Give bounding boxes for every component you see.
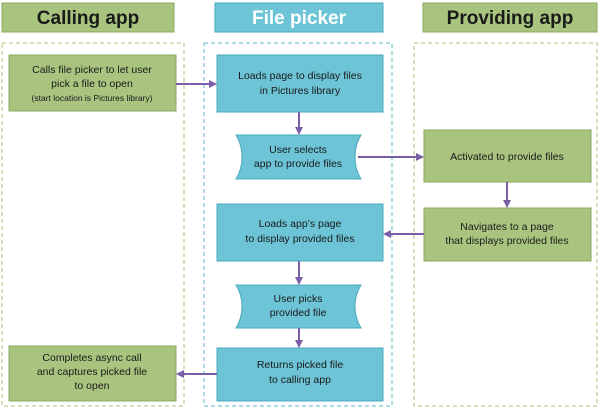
step-loads-app-page: Loads app’s page to display provided fil… (216, 203, 384, 262)
step-returns-file: Returns picked file to calling app (216, 347, 384, 402)
step-activated-line-1: Activated to provide files (450, 151, 564, 163)
providing-app-header: Providing app (422, 2, 598, 33)
step-navigates-box (423, 207, 592, 262)
calling-app-header-box (1, 2, 175, 33)
providing-app-lane (413, 42, 598, 407)
providing-app-header-box (422, 2, 598, 33)
step-loads-app-page-line-2: to display provided files (245, 233, 354, 245)
step-loads-app-page-box (216, 203, 384, 262)
step-calls-picker-line-1: Calls file picker to let user (32, 64, 152, 76)
providing-app-title: Providing app (447, 8, 574, 29)
step-user-picks-line-1: User picks (273, 293, 322, 305)
step-activated-box (423, 129, 592, 183)
step-returns-file-line-2: to calling app (269, 374, 331, 386)
calling-app-title: Calling app (37, 8, 139, 29)
calling-app-header: Calling app (1, 2, 175, 33)
step-completes-box (8, 345, 177, 402)
step-loads-pictures-box (216, 54, 384, 113)
step-calls-picker-note: (start location is Pictures library) (32, 93, 153, 103)
step-loads-pictures-line-2: in Pictures library (260, 85, 341, 97)
step-calls-picker: Calls file picker to let user pick a fil… (8, 54, 177, 112)
step-navigates-line-1: Navigates to a page (460, 221, 554, 233)
step-user-picks-shape (235, 284, 362, 329)
step-user-selects-app-line-1: User selects (269, 144, 327, 156)
step-completes-line-2: and captures picked file (37, 366, 147, 378)
step-loads-pictures: Loads page to display files in Pictures … (216, 54, 384, 113)
step-navigates-line-2: that displays provided files (445, 235, 568, 247)
step-user-picks-line-2: provided file (270, 307, 327, 319)
step-returns-file-line-1: Returns picked file (257, 359, 344, 371)
step-completes: Completes async call and captures picked… (8, 345, 177, 402)
step-user-selects-app: User selects app to provide files (235, 134, 362, 180)
step-loads-pictures-line-1: Loads page to display files (238, 70, 362, 82)
step-user-picks: User picks provided file (235, 284, 362, 329)
step-completes-line-1: Completes async call (42, 352, 141, 364)
step-user-selects-app-shape (235, 134, 362, 180)
file-picker-title: File picker (252, 8, 347, 29)
file-picker-lane (203, 42, 393, 407)
file-picker-header-box (214, 2, 384, 33)
calling-app-lane (1, 42, 185, 407)
step-calls-picker-box (8, 54, 177, 112)
file-picker-header: File picker (214, 2, 384, 33)
step-user-selects-app-line-2: app to provide files (254, 158, 342, 170)
step-activated: Activated to provide files (423, 129, 592, 183)
step-completes-line-3: to open (74, 380, 109, 392)
step-calls-picker-line-2: pick a file to open (51, 78, 133, 90)
step-loads-app-page-line-1: Loads app’s page (259, 218, 342, 230)
step-navigates: Navigates to a page that displays provid… (423, 207, 592, 262)
